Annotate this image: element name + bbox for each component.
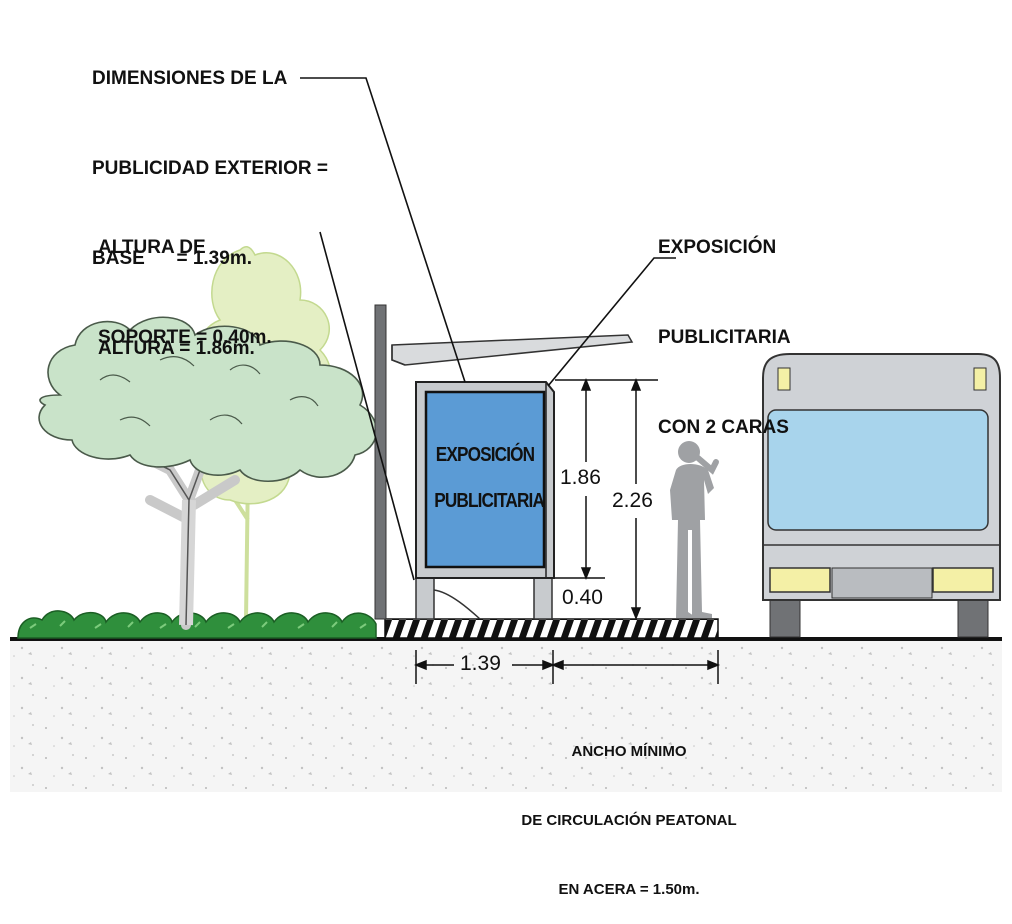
dim-title-line-2: PUBLICIDAD EXTERIOR = (92, 158, 328, 179)
dim-label-226: 2.26 (612, 489, 653, 513)
panel-text-line-1: EXPOSICIÓN (435, 444, 535, 466)
ground (10, 638, 1002, 792)
main-tree (38, 316, 378, 630)
panel-text: EXPOSICIÓN PUBLICITARIA (434, 432, 545, 524)
bus (762, 353, 1001, 638)
billboard-leg-right (533, 577, 553, 620)
expo-line-1: EXPOSICIÓN (658, 237, 777, 258)
billboard-leg-left (415, 577, 435, 620)
leader-lines (300, 77, 676, 581)
bus-wheel-left (769, 597, 801, 638)
dim-label-139: 1.39 (460, 652, 501, 675)
billboard-panel (424, 390, 546, 569)
sidewalk-strip (384, 618, 719, 639)
expo-line-3: CON 2 CARAS (658, 417, 789, 438)
billboard (415, 381, 555, 620)
pedestrian (670, 441, 719, 618)
expo-line-2: PUBLICITARIA (658, 327, 791, 348)
bus-windshield (767, 409, 989, 531)
bus-wheel-right (957, 597, 989, 638)
dim-base: BASE = 1.39m. (92, 248, 252, 269)
dim-title-line-1: DIMENSIONES DE LA (92, 68, 288, 89)
soporte-line-1: ALTURA DE (98, 237, 206, 258)
dim-label-040: 0.40 (562, 586, 603, 609)
panel-text-line-2: PUBLICITARIA (434, 490, 545, 512)
bus-grille (831, 567, 933, 599)
pole (374, 304, 387, 620)
diagram-canvas (10, 77, 1002, 792)
ancho-line-2: DE CIRCULACIÓN PEATONAL (521, 812, 737, 829)
dim-altura: ALTURA = 1.86m. (98, 338, 255, 359)
shelter-roof (391, 334, 634, 366)
ancho-line-3: EN ACERA = 1.50m. (558, 881, 700, 898)
ancho-line-1: ANCHO MÍNIMO (571, 743, 687, 760)
soporte-line-2: SOPORTE = 0.40m. (98, 327, 272, 348)
dimension-lines (413, 377, 721, 684)
dim-label-186: 1.86 (560, 466, 601, 490)
hedge (17, 610, 377, 639)
